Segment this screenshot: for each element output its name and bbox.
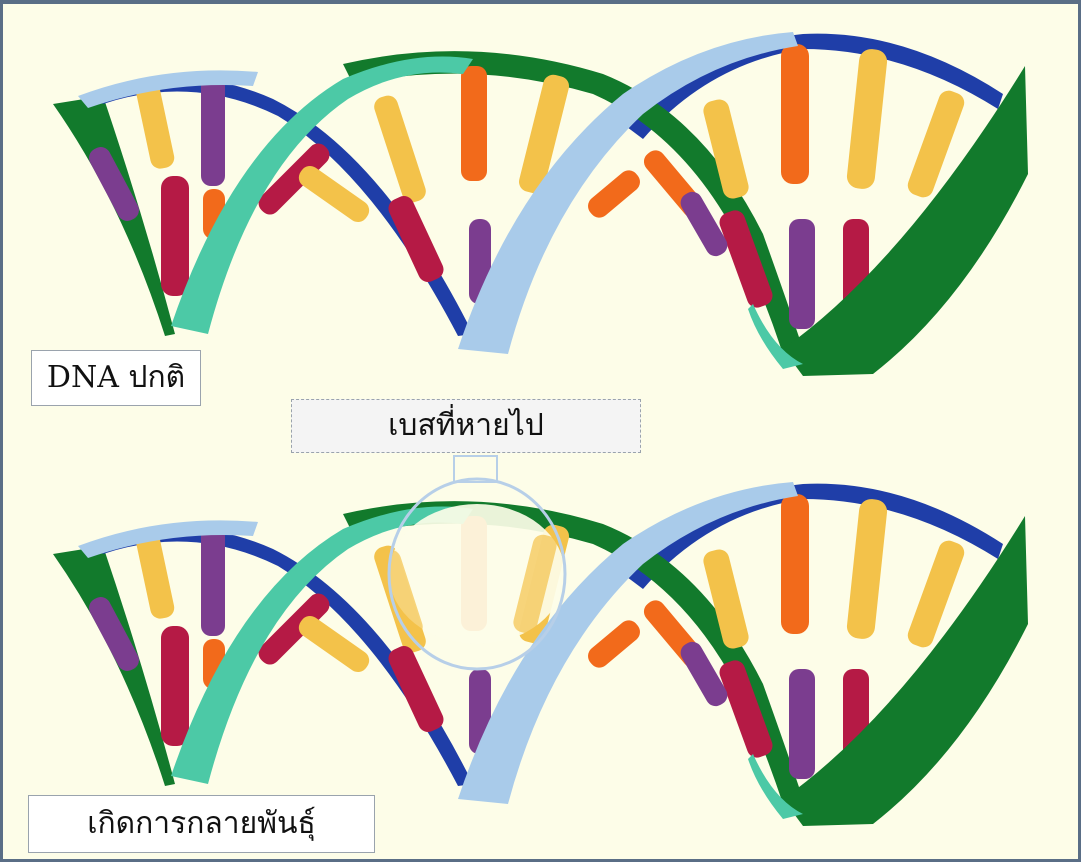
label-missing-base: เบสที่หายไป — [291, 399, 641, 453]
normal-dna-helix — [53, 32, 1028, 376]
label-missing-base-text: เบสที่หายไป — [388, 408, 544, 444]
label-mutation-text: เกิดการกลายพันธุ์ — [87, 806, 316, 842]
label-mutation: เกิดการกลายพันธุ์ — [28, 795, 375, 853]
mutated-dna-helix — [53, 482, 1028, 826]
label-normal-dna: DNA ปกติ — [31, 350, 201, 406]
label-normal-dna-text: DNA ปกติ — [47, 360, 185, 396]
